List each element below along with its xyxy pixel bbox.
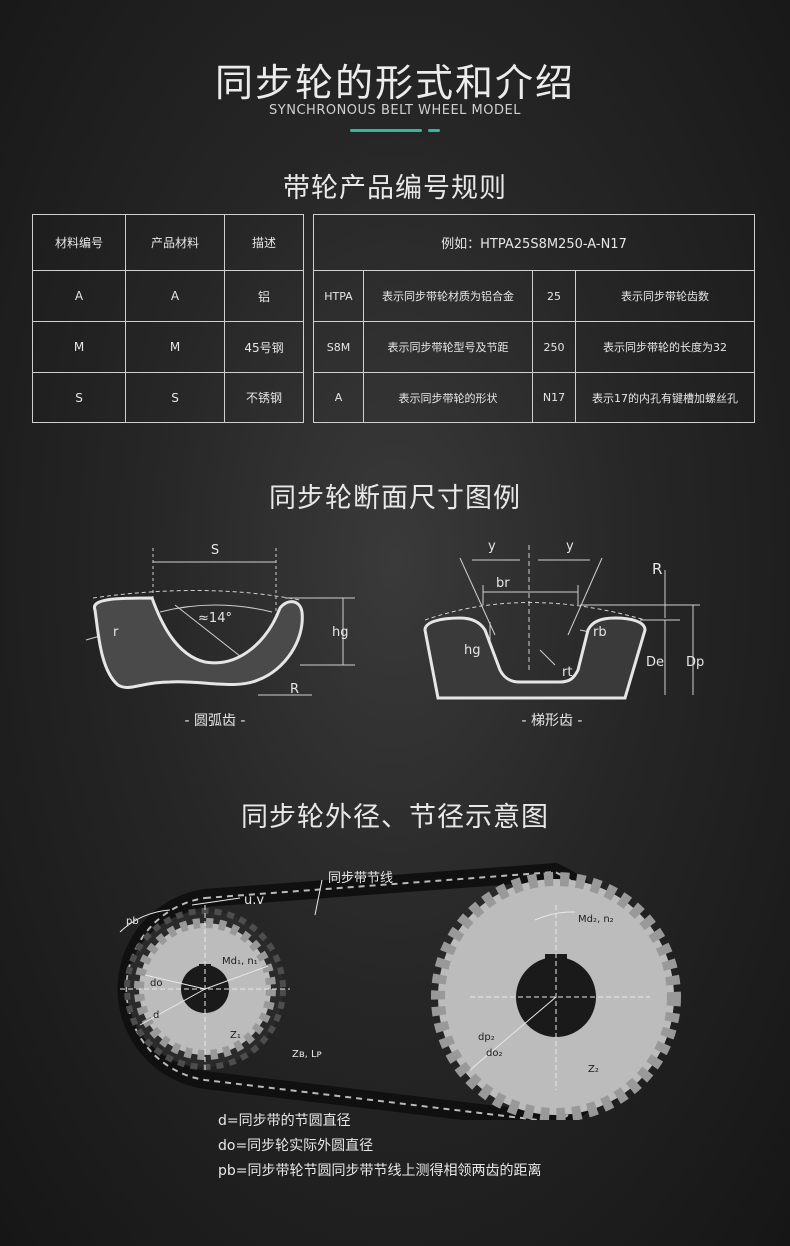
table-cell: 不锈钢 — [224, 372, 304, 423]
title-accent-dot — [428, 129, 440, 132]
title-accent-bar — [350, 129, 422, 132]
tooth-profile-diagrams: S r ≈14° hg R y y br R rb hg rt De Dp - … — [85, 539, 704, 729]
material-header-code: 材料编号 — [32, 214, 126, 271]
arc-angle-arc — [159, 604, 273, 613]
trap-y-left-line — [459, 557, 496, 636]
table-cell: 表示同步带轮的长度为32 — [575, 321, 755, 373]
table-cell: 表示同步带轮齿数 — [575, 270, 755, 322]
table-cell: 表示同步带轮材质为铝合金 — [363, 270, 533, 322]
z1-label: Z₁ — [230, 1030, 241, 1041]
pb-label: pb — [126, 916, 139, 927]
arc-label-hg: hg — [332, 625, 349, 640]
section-title-cross-section: 同步轮断面尺寸图例 — [269, 483, 521, 514]
arc-tooth-profile — [93, 596, 304, 689]
page-title: 同步轮的形式和介绍 — [214, 61, 575, 105]
section-title-diameter: 同步轮外径、节径示意图 — [241, 802, 549, 833]
table-cell: A — [32, 270, 126, 322]
table-cell: 45号钢 — [224, 321, 304, 373]
trap-label-y-right: y — [566, 539, 574, 554]
trap-caption: - 梯形齿 - — [521, 713, 582, 729]
legend-d: d=同步带的节圆直径 — [218, 1113, 351, 1129]
arc-caption: - 圆弧齿 - — [184, 713, 245, 729]
section-title-numbering: 带轮产品编号规则 — [283, 173, 507, 204]
example-header: 例如：HTPA25S8M250-A-N17 — [313, 214, 755, 271]
table-cell: S — [125, 372, 225, 423]
arc-label-s: S — [211, 543, 219, 558]
legend-do: do=同步轮实际外圆直径 — [218, 1138, 374, 1154]
belt-line-label: 同步带节线 — [328, 871, 393, 886]
trap-label-dp: Dp — [686, 655, 704, 670]
material-table: 材料编号 产品材料 描述 A A 铝 M M 45号钢 S S 不锈钢 — [32, 214, 304, 423]
page-subtitle: SYNCHRONOUS BELT WHEEL MODEL — [269, 103, 521, 118]
trap-label-r: R — [652, 560, 662, 578]
table-cell: 表示同步带轮的形状 — [363, 372, 533, 423]
table-cell: A — [313, 372, 364, 423]
trap-label-hg: hg — [464, 643, 481, 658]
small-pulley-keyway — [199, 964, 211, 972]
trap-label-br: br — [496, 576, 510, 591]
arc-label-angle: ≈14° — [198, 611, 232, 626]
arc-pitch-line — [92, 589, 301, 601]
table-cell: M — [32, 321, 126, 373]
table-cell: 铝 — [224, 270, 304, 322]
table-cell: 250 — [532, 321, 576, 373]
large-pulley-keyway — [545, 954, 567, 966]
trap-label-de: De — [646, 655, 664, 670]
table-cell: 25 — [532, 270, 576, 322]
d-label: d — [153, 1010, 159, 1021]
material-header-material: 产品材料 — [125, 214, 225, 271]
arc-r-leader — [174, 604, 246, 661]
uv-label: u.v — [244, 893, 264, 908]
table-cell: S8M — [313, 321, 364, 373]
table-cell: 表示17的内孔有键槽加螺丝孔 — [575, 372, 755, 423]
table-cell: N17 — [532, 372, 576, 423]
trap-y-right-line — [567, 557, 603, 636]
md1-label: Md₁, n₁ — [222, 956, 258, 967]
zb-label: Zʙ, Lᴘ — [292, 1049, 322, 1060]
material-header-desc: 描述 — [224, 214, 304, 271]
trap-tooth-profile — [423, 616, 647, 700]
do-label: do — [150, 978, 162, 989]
arc-label-big-r: R — [290, 682, 299, 697]
table-cell: S — [32, 372, 126, 423]
table-cell: A — [125, 270, 225, 322]
trap-label-y-left: y — [488, 539, 496, 554]
arc-label-r: r — [113, 625, 119, 640]
z2-label: Z₂ — [588, 1064, 599, 1075]
example-table: 例如：HTPA25S8M250-A-N17 HTPA 表示同步带轮材质为铝合金 … — [313, 214, 755, 423]
table-cell: 表示同步带轮型号及节距 — [363, 321, 533, 373]
table-cell: M — [125, 321, 225, 373]
trap-pitch-line — [424, 602, 646, 621]
table-cell: HTPA — [313, 270, 364, 322]
pulley-diagram: 同步带节线 u.v pb do d Md₁, n₁ Z₁ Md₂, n₂ dp₂… — [117, 862, 681, 1120]
dp2-label: dp₂ — [478, 1032, 495, 1043]
do2-label: do₂ — [486, 1048, 502, 1059]
trap-label-rt: rt — [562, 665, 572, 680]
md2-label: Md₂, n₂ — [578, 914, 614, 925]
trap-label-rb: rb — [593, 625, 607, 640]
trap-rt-leader — [539, 649, 556, 666]
legend-pb: pb=同步带轮节圆同步带节线上测得相领两齿的距离 — [218, 1163, 542, 1179]
